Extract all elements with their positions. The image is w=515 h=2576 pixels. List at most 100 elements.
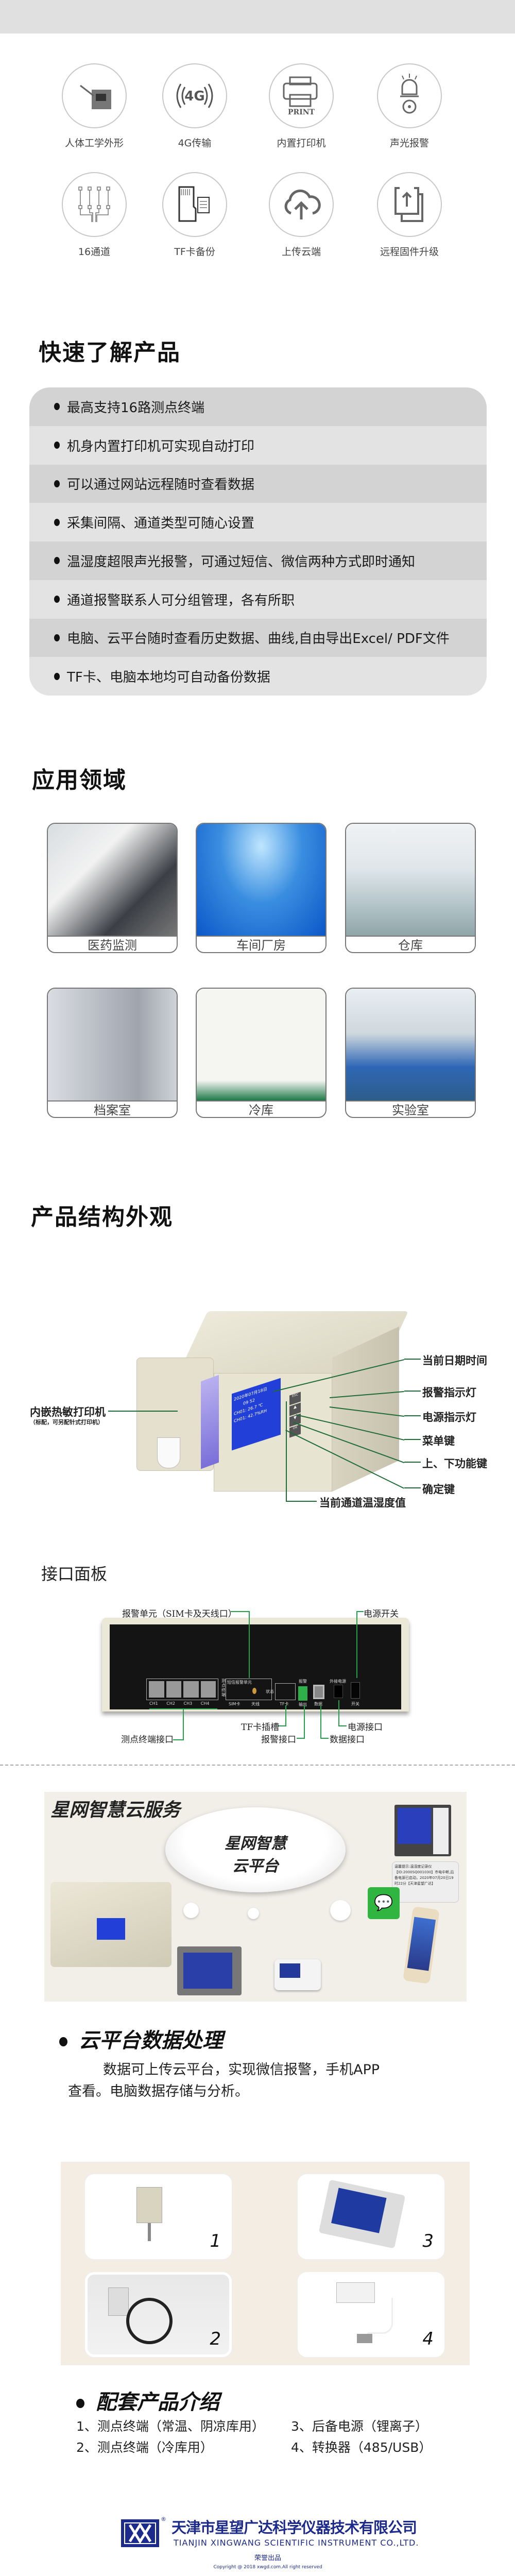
wechat-icon: 💬 [368, 1887, 400, 1919]
application-photo [197, 989, 325, 1100]
channel-marking: CH3 [183, 1701, 193, 1706]
accessory-card: 2 [85, 2272, 232, 2357]
phone-image [403, 1906, 440, 1984]
bullet-icon [54, 634, 60, 641]
feature-label: 内置打印机 [277, 138, 326, 149]
accessory-number: 2 [210, 2329, 221, 2349]
accessory-number: 4 [422, 2329, 434, 2349]
bullet-icon [54, 403, 60, 411]
application-card: 实验室 [345, 988, 476, 1118]
application-card: 车间厂房 [196, 823, 327, 953]
bullet-icon [54, 442, 60, 449]
quick-title: 快速了解产品 [39, 340, 181, 366]
application-card: 冷库 [196, 988, 327, 1118]
bullet-icon [54, 518, 60, 526]
sms-bubble: 温馨提示:温湿度记录仪【ID:2000SQ001030】市电中断,后备电源已启动… [392, 1861, 459, 1903]
accessory-item-2: 2、测点终端（冷库用） [76, 2440, 213, 2455]
touch-panel-image [177, 1946, 242, 1995]
printer-callout: 内嵌热敏打印机 [30, 1405, 106, 1418]
quick-feature-list: 最高支持16路测点终端机身内置打印机可实现自动打印可以通过网站远程随时查看数据采… [29, 387, 487, 696]
accessory-card: 1 [85, 2174, 232, 2259]
device-image: 2020年07月18日 09 52 CH01: 26.7 ℃ CH01: 42.… [136, 1311, 408, 1497]
application-card: 仓库 [345, 823, 476, 953]
copyright-text: Copyright @ 2018 xwgd.com.All right rese… [213, 2565, 322, 2570]
quick-feature-item: TF卡、电脑本地均可自动备份数据 [29, 657, 487, 696]
accessory-card: 3 [298, 2174, 444, 2259]
company-name-cn: 天津市星望广达科学仪器技术有限公司 [171, 2519, 417, 2536]
computer-image [394, 1805, 451, 1856]
feature-firmware-upgrade: 远程固件升级 [363, 172, 456, 258]
application-caption: 实验室 [346, 1100, 475, 1117]
channel-marking: CH1 [149, 1701, 158, 1706]
cloud-processing-line2: 查看。电脑数据存储与分析。 [68, 2083, 249, 2099]
bullet-icon [54, 596, 60, 603]
quick-feature-item: 通道报警联系人可分组管理，各有所职 [29, 580, 487, 619]
application-caption: 医药监测 [48, 936, 177, 952]
accessory-card: 4 [298, 2272, 444, 2357]
tf-card-icon [162, 172, 227, 237]
application-caption: 车间厂房 [197, 936, 325, 952]
feature-channels: 16通道 [48, 172, 141, 258]
application-photo [346, 824, 475, 936]
feature-label: TF卡备份 [174, 246, 215, 258]
feature-printer: PRINT 内置打印机 [255, 63, 348, 149]
cloud-service-diagram: 星网智慧云服务 星网智慧 云平台 温馨提示:温湿度记录仪【ID:2000SQ00… [44, 1792, 467, 2002]
power-switch[interactable] [351, 1682, 360, 1699]
feature-label: 4G传输 [178, 138, 212, 149]
feature-label: 远程固件升级 [380, 246, 439, 258]
feature-label: 上传云端 [281, 246, 321, 258]
bullet-icon [54, 480, 60, 487]
application-photo [346, 989, 475, 1100]
structure-callout: 菜单键 [422, 1434, 455, 1447]
top-banner [0, 0, 515, 33]
alarm-unit-callout: 报警单元（SIM卡及天线口） [122, 1609, 237, 1619]
feature-label: 声光报警 [389, 138, 429, 149]
structure-callout: 电源指示灯 [422, 1411, 476, 1423]
accessory-number: 1 [210, 2231, 221, 2251]
application-card: 医药监测 [47, 823, 178, 953]
quick-feature-item: 机身内置打印机可实现自动打印 [29, 426, 487, 465]
cloud-processing-heading: 云平台数据处理 [59, 2024, 223, 2054]
quick-feature-item: 可以通过网站远程随时查看数据 [29, 464, 487, 503]
firmware-upgrade-icon [377, 172, 442, 237]
accessory-number: 3 [422, 2231, 434, 2251]
quick-feature-item: 电脑、云平台随时查看历史数据、曲线,自由导出Excel/ PDF文件 [29, 618, 487, 657]
printer-icon: PRINT [269, 63, 334, 128]
accessories-heading: 配套产品介绍 [76, 2385, 219, 2415]
sensor-port-callout: 测点终端接口 [121, 1735, 174, 1745]
company-name-en: TIANJIN XINGWANG SCIENTIFIC INSTRUMENT C… [174, 2538, 419, 2548]
accessory-item-4: 4、转换器（485/USB） [291, 2440, 432, 2455]
quick-feature-item: 采集间隔、通道类型可随心设置 [29, 503, 487, 541]
section-divider [0, 1765, 515, 1766]
registered-mark: ® [161, 2516, 166, 2522]
feature-ergonomic-device: 人体工学外形 [48, 63, 141, 149]
bullet-icon [54, 672, 60, 680]
printer-paper [157, 1437, 180, 1468]
feature-label: 人体工学外形 [64, 138, 124, 149]
applications-title: 应用领域 [32, 767, 127, 793]
svg-text:4G: 4G [184, 89, 204, 104]
channel-marking: CH4 [200, 1701, 210, 1706]
quick-feature-item: 温湿度超限声光报警，可通过短信、微信两种方式即时通知 [29, 541, 487, 580]
bullet-icon [54, 557, 60, 565]
structure-callout: 报警指示灯 [422, 1386, 476, 1399]
feature-cloud-upload: 上传云端 [255, 172, 348, 258]
channel-value-callout: 当前通道温湿度值 [319, 1496, 406, 1509]
structure-callout: 确定键 [422, 1483, 455, 1496]
ergonomic-device-icon [62, 63, 127, 128]
application-caption: 冷库 [197, 1100, 325, 1117]
cloud-platform-shape: 星网智慧 云平台 [165, 1807, 346, 1892]
alarm-port-callout: 报警接口 [261, 1735, 296, 1745]
recorder-device-image [50, 1882, 171, 1967]
4g-signal-icon: 4G [162, 63, 227, 128]
power-port-callout: 电源接口 [348, 1722, 383, 1733]
quick-feature-item: 最高支持16路测点终端 [29, 387, 487, 426]
application-caption: 档案室 [48, 1100, 177, 1117]
accessory-item-3: 3、后备电源（锂离子） [291, 2419, 428, 2434]
feature-label: 16通道 [78, 246, 111, 258]
feature-alarm-light: 声光报警 [363, 63, 456, 149]
alarm-light-icon [377, 63, 442, 128]
application-caption: 仓库 [346, 936, 475, 952]
small-display-image [274, 1959, 321, 1990]
data-port-callout: 数据接口 [330, 1735, 365, 1745]
